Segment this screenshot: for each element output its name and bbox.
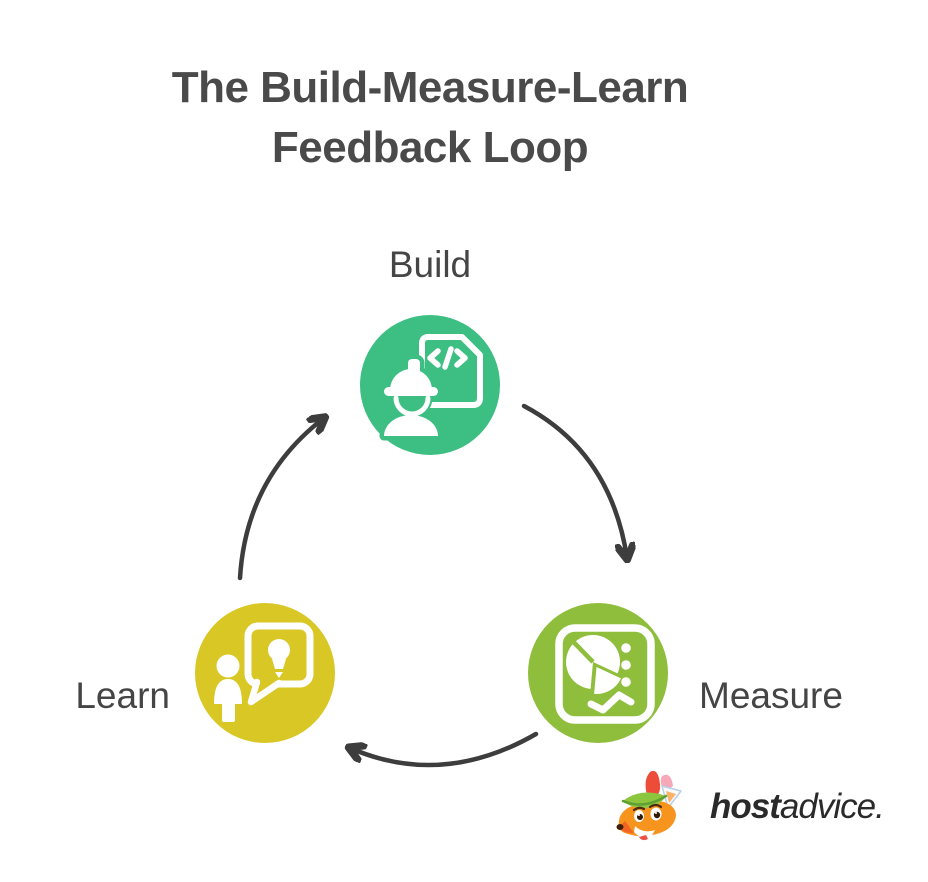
node-label-learn: Learn: [75, 675, 170, 716]
node-label-build: Build: [388, 244, 472, 285]
node-learn: [195, 603, 335, 743]
brand-host-text: host: [710, 787, 781, 826]
person-idea-speech-bubble-icon: [214, 622, 314, 722]
fox-mascot-icon: [616, 770, 682, 841]
arrow-build-to-measure: [521, 403, 627, 558]
engineer-code-document-icon: [379, 334, 483, 441]
title-line-2: Feedback Loop: [271, 123, 589, 172]
node-label-measure: Measure: [699, 675, 843, 716]
arrow-measure-to-learn: [350, 731, 539, 768]
hostadvice-logo: hostadvice.: [610, 762, 885, 858]
brand-advice-text: advice.: [779, 787, 885, 826]
title-line-1: The Build-Measure-Learn: [171, 63, 689, 112]
page-title: The Build-Measure-Learn Feedback Loop: [0, 58, 860, 178]
hostadvice-wordmark: hostadvice.: [710, 787, 885, 833]
analytics-dashboard-icon: [555, 624, 655, 724]
node-build: [360, 315, 500, 455]
arrow-learn-to-build: [237, 418, 324, 581]
node-measure: [528, 603, 668, 743]
